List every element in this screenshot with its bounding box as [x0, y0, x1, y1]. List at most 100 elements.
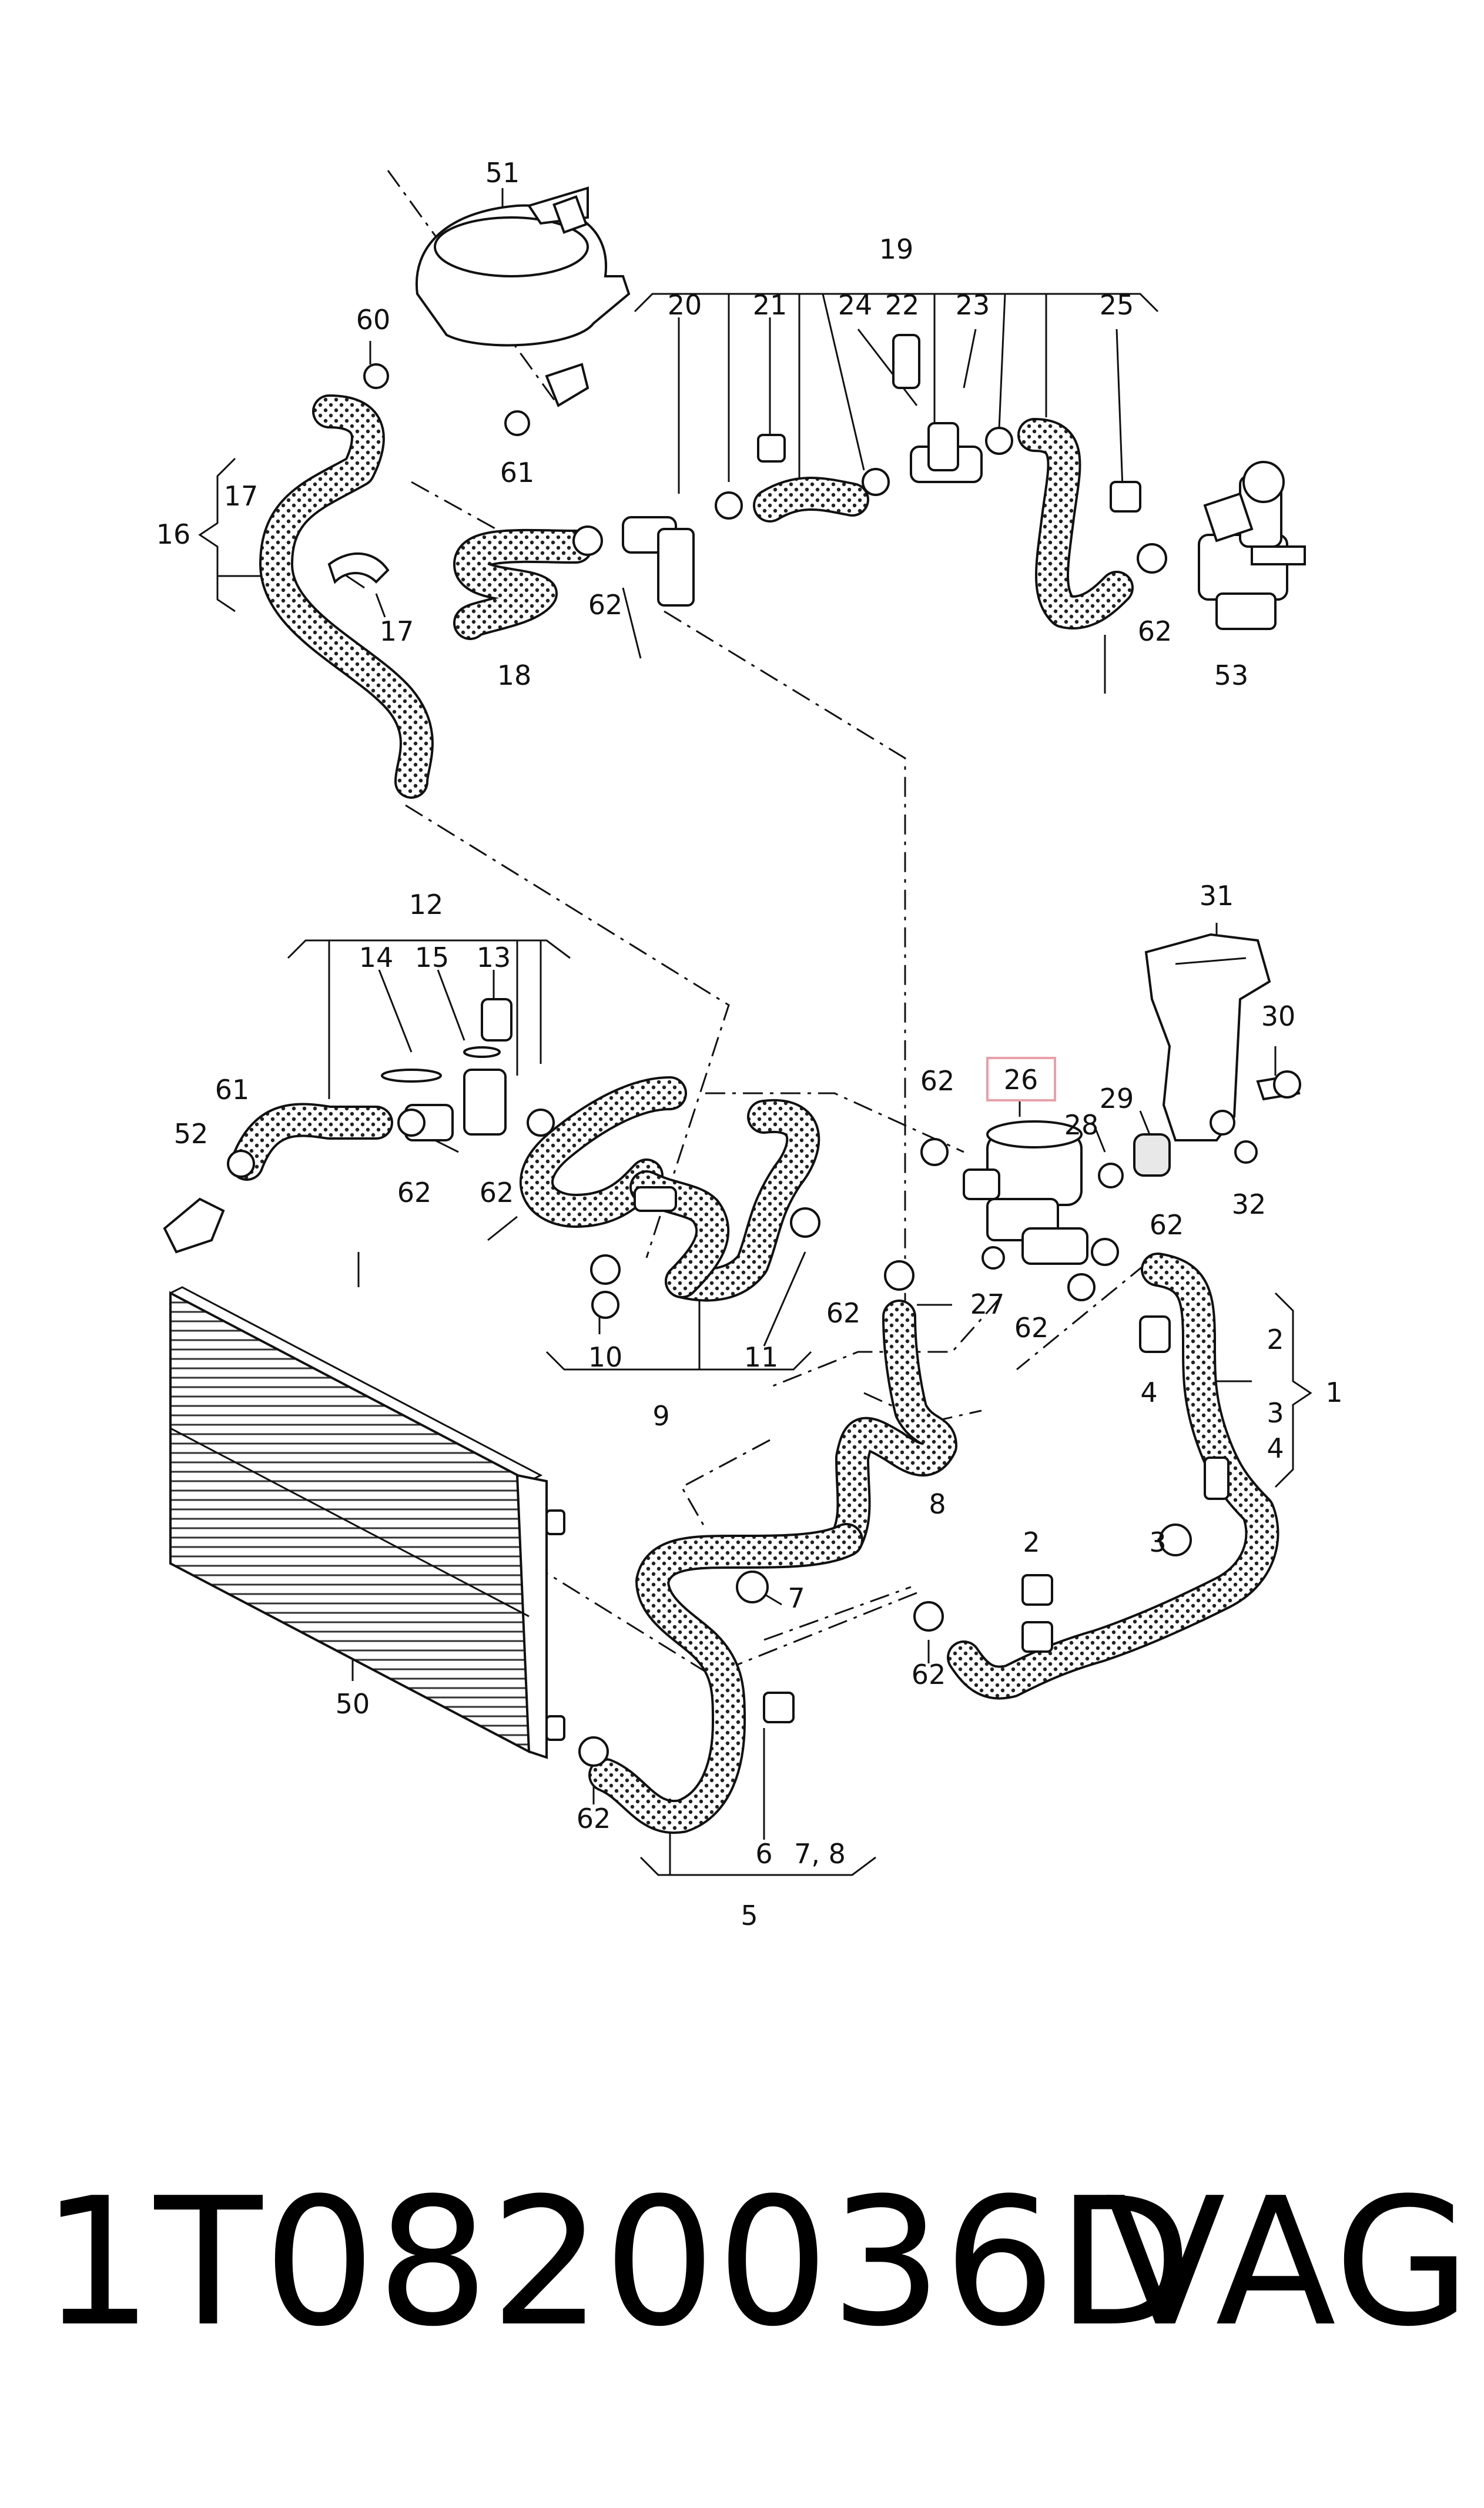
temp-sensor-21	[757, 434, 786, 463]
hose-clip-62	[884, 1260, 914, 1291]
part-labels: 51 19 20 21 24 22 23 25 60 61 17 16 62 1…	[156, 157, 1343, 1931]
connector-12	[463, 1069, 507, 1136]
label-62-h: 62	[1014, 1312, 1049, 1344]
label-11: 11	[744, 1341, 779, 1373]
label-5: 5	[741, 1900, 758, 1931]
brand-name: VAG	[1105, 2160, 1472, 2365]
label-62-i: 62	[912, 1659, 946, 1690]
highlight-box	[986, 1057, 1056, 1101]
expansion-tank	[363, 186, 631, 436]
label-62-b: 62	[1138, 615, 1173, 647]
label-60: 60	[356, 304, 391, 336]
hose-clip-62	[1067, 1273, 1096, 1301]
label-7-8: 7, 8	[794, 1838, 846, 1870]
label-62-g: 62	[826, 1297, 861, 1329]
label-4-right: 4	[1267, 1432, 1284, 1464]
label-13: 13	[477, 942, 511, 973]
hose-clip-62	[913, 1601, 944, 1632]
nut-27	[981, 1246, 1005, 1270]
label-9: 9	[652, 1400, 669, 1432]
label-8: 8	[929, 1488, 946, 1520]
label-1: 1	[1325, 1377, 1342, 1408]
clip-3	[1159, 1523, 1192, 1556]
bolt-30-head	[1273, 1070, 1301, 1099]
ring-28	[1098, 1163, 1124, 1188]
label-4-left: 4	[1140, 1377, 1157, 1408]
hoses	[230, 394, 1279, 1834]
coolant-tee	[657, 528, 695, 607]
hose-clip-10	[590, 1254, 621, 1285]
clip-2	[1021, 1574, 1053, 1606]
label-2-right: 2	[1267, 1324, 1284, 1355]
label-2-lower: 2	[1023, 1526, 1040, 1558]
label-62-a: 62	[588, 589, 623, 621]
label-51: 51	[485, 157, 520, 189]
hose-clip-61	[227, 1150, 255, 1178]
label-62-c: 62	[920, 1065, 955, 1097]
parts	[163, 186, 1306, 1767]
radiator-50	[169, 1286, 565, 1759]
label-62-d: 62	[397, 1177, 432, 1208]
valve-53	[1198, 461, 1306, 630]
hose-clip-11	[790, 1207, 820, 1238]
sensor-13	[481, 998, 512, 1042]
hose-clip-10	[591, 1291, 619, 1319]
clip-6	[763, 1692, 795, 1723]
clip-25	[1110, 481, 1141, 513]
label-20: 20	[668, 289, 702, 321]
bracket-31	[1144, 933, 1271, 1141]
label-18: 18	[497, 659, 532, 691]
label-23: 23	[956, 289, 990, 321]
connector-body	[927, 422, 959, 471]
label-19: 19	[879, 233, 914, 265]
label-26: 26	[1004, 1064, 1039, 1096]
hose-clip	[862, 468, 890, 496]
label-15: 15	[415, 942, 450, 973]
clip-17	[327, 552, 390, 584]
label-6: 6	[755, 1838, 772, 1870]
label-28: 28	[1064, 1109, 1099, 1141]
connection-lines	[387, 170, 1147, 1676]
clip-7	[736, 1571, 769, 1603]
connector-9	[634, 1186, 677, 1212]
label-27: 27	[970, 1288, 1005, 1320]
label-31: 31	[1200, 880, 1234, 912]
flange-52	[163, 1197, 225, 1254]
hose-clip-62	[527, 1109, 555, 1137]
label-61-top: 61	[500, 457, 535, 488]
label-21: 21	[753, 289, 788, 321]
hose-clip-62	[572, 525, 603, 556]
label-61-left: 61	[215, 1074, 250, 1106]
label-62-f: 62	[1150, 1209, 1184, 1241]
temp-sender-22	[892, 334, 920, 389]
part-number: 1T0820036D	[41, 2160, 1194, 2365]
hose-clip-62	[920, 1138, 949, 1166]
coolant-pump-26	[963, 1120, 1088, 1265]
label-25: 25	[1100, 289, 1134, 321]
o-ring-14	[381, 1069, 442, 1083]
label-62-j: 62	[577, 1803, 611, 1834]
highlighted-part-26[interactable]: 26	[986, 1057, 1056, 1101]
label-52: 52	[174, 1118, 209, 1150]
hose-clip-62	[397, 1109, 426, 1137]
label-12: 12	[409, 889, 444, 920]
label-10: 10	[588, 1341, 623, 1373]
label-3-right: 3	[1267, 1397, 1284, 1429]
label-17-bottom: 17	[380, 615, 414, 647]
label-14: 14	[359, 942, 394, 973]
hose-clip-62	[1137, 543, 1167, 574]
hose-clip-62	[1091, 1238, 1119, 1266]
o-ring-15	[463, 1046, 501, 1058]
label-30: 30	[1261, 1000, 1296, 1032]
label-29: 29	[1100, 1083, 1134, 1114]
label-24: 24	[838, 289, 873, 321]
hose-clip-62	[578, 1736, 609, 1767]
label-22: 22	[885, 289, 920, 321]
label-3-lower: 3	[1149, 1526, 1166, 1558]
mount-29	[1133, 1133, 1171, 1177]
hose-clip	[985, 427, 1013, 455]
clip-4	[1139, 1315, 1171, 1353]
label-62-e: 62	[480, 1177, 514, 1208]
label-16: 16	[156, 518, 191, 550]
